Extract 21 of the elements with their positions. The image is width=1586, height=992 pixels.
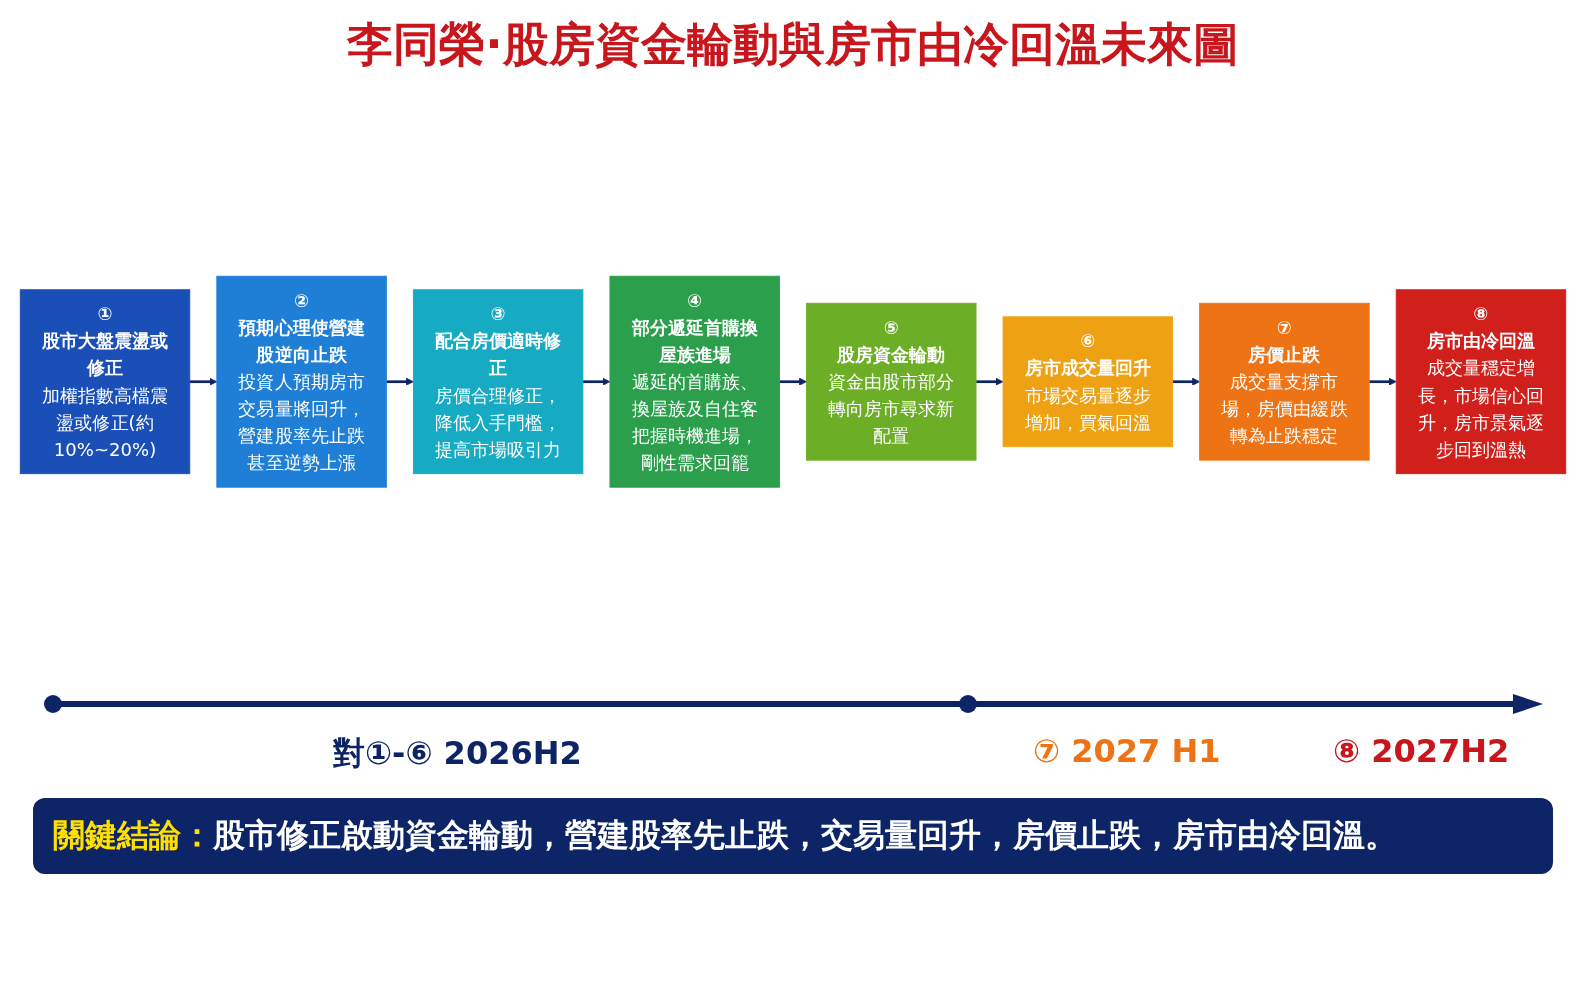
arrow (1172, 378, 1200, 386)
arrow (976, 378, 1004, 386)
node-box: ③ 配合房價適時修正 房價合理修正，降低入手門檻，提高市場吸引力 (412, 289, 584, 475)
node-box: ⑥ 房市成交量回升 市場交易量逐步增加，買氣回溫 (1002, 316, 1174, 448)
arrow (582, 378, 611, 386)
node-box: ② 預期心理使營建股逆向止跌 投資人預期房市交易量將回升，營建股率先止跌甚至逆勢上漲 (216, 276, 387, 488)
arrow (189, 378, 218, 386)
arrow (386, 378, 414, 386)
node-box: ⑦ 房價止跌 成交量支撐市場，房價由緩跌轉為止跌穩定 (1199, 303, 1370, 461)
node-box: ⑤ 股房資金輪動 資金由股市部分轉向房市尋求新配置 (806, 303, 977, 461)
node-box: ⑧ 房市由冷回溫 成交量穩定增長，市場信心回升，房市景氣逐步回到溫熱 (1395, 289, 1567, 475)
timeline-label: ⑦ 2027 H1 (1033, 732, 1221, 770)
arrow (779, 378, 807, 386)
node-box: ④ 部分遞延首購換屋族進場 遞延的首購族、換屋族及自住客把握時機進場，剛性需求回籠 (609, 276, 780, 488)
conclusion-text: 股市修正啟動資金輪動，營建股率先止跌，交易量回升，房價止跌，房市由冷回溫。 (213, 816, 1397, 854)
node-box: ① 股市大盤震盪或修正 加權指數高檔震盪或修正(約10%~20%) (19, 289, 191, 475)
title: 李同榮·股房資金輪動與房市由冷回溫未來圖 (346, 16, 1240, 73)
timeline-label: ⑧ 2027H2 (1333, 732, 1510, 770)
conclusion-heading: 關鍵結論： (53, 816, 213, 854)
timeline-label: 對①-⑥ 2026H2 (333, 733, 582, 774)
arrow (1369, 378, 1397, 386)
